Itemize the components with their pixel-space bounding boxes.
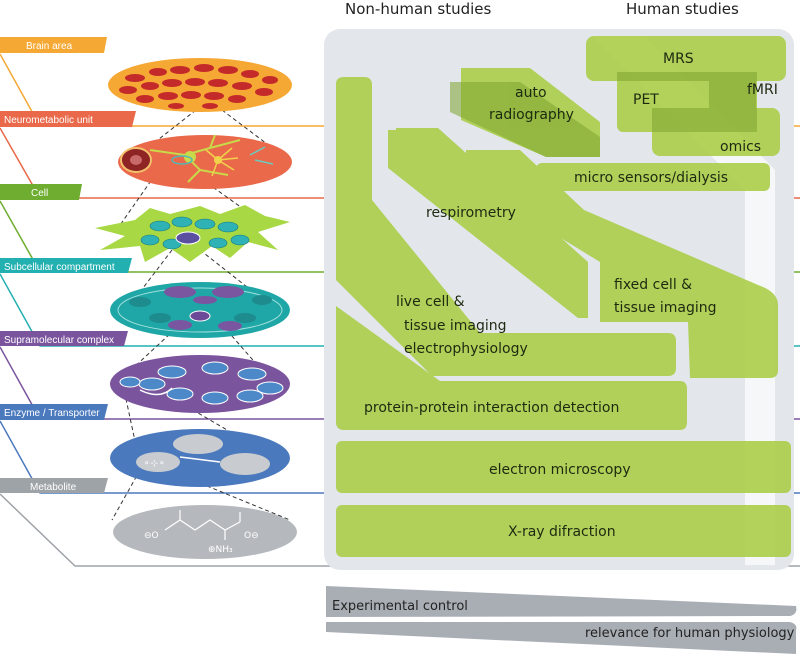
level-label-cell: Cell (0, 184, 82, 200)
svg-text:Cell: Cell (31, 188, 48, 199)
brain-area-illustration (108, 58, 292, 112)
svg-text:⚬⊹⚬: ⚬⊹⚬ (143, 459, 166, 469)
method-autoradiography-line1: auto (515, 85, 547, 101)
method-omics: omics (720, 139, 761, 155)
level-label-neurometabolic-unit: Neurometabolic unit (0, 111, 136, 127)
level-label-supramolecular-complex: Supramolecular complex (0, 331, 128, 346)
method-autoradiography-line2: radiography (489, 107, 574, 123)
method-xray-diffraction: X-ray difraction (508, 524, 616, 540)
method-mrs: MRS (663, 51, 694, 67)
neurometabolic-unit-illustration (118, 134, 292, 189)
svg-text:Supramolecular complex: Supramolecular complex (4, 335, 114, 346)
method-overlaps (450, 72, 757, 157)
svg-text:Enzyme / Transporter: Enzyme / Transporter (4, 408, 100, 419)
metabolite-nh3: ⊕NH₃ (208, 545, 233, 555)
method-live-cell-line2: tissue imaging (404, 318, 507, 334)
metabolite-o-right: O⊖ (244, 531, 259, 541)
cell-illustration (95, 205, 290, 262)
svg-text:Subcellular compartment: Subcellular compartment (4, 262, 115, 273)
experimental-control-wedge (326, 586, 797, 617)
svg-text:Metabolite: Metabolite (30, 482, 77, 493)
method-electron-microscopy: electron microscopy (489, 462, 631, 478)
subcellular-compartment-illustration (110, 282, 290, 338)
metabolite-o-left: ⊖O (144, 531, 159, 541)
level-label-metabolite: Metabolite (0, 478, 108, 493)
method-respirometry: respirometry (426, 205, 516, 221)
method-pet: PET (633, 92, 659, 108)
method-fixed-cell-line2: tissue imaging (614, 300, 717, 316)
header-non-human-studies: Non-human studies (345, 0, 492, 18)
experimental-control-label: Experimental control (332, 599, 468, 614)
relevance-label: relevance for human physiology (585, 626, 795, 641)
header-human-studies: Human studies (626, 0, 739, 18)
enzyme-transporter-illustration: ⚬⊹⚬ (110, 429, 290, 487)
level-label-subcellular-compartment: Subcellular compartment (0, 258, 132, 273)
level-label-enzyme-transporter: Enzyme / Transporter (0, 404, 108, 420)
relevance-wedge (326, 622, 797, 654)
supramolecular-complex-illustration (110, 355, 290, 413)
metabolite-illustration: ⊖O O⊖ ⊕NH₃ (113, 505, 297, 559)
method-protein-protein-interaction: protein-protein interaction detection (364, 400, 619, 416)
svg-text:Brain area: Brain area (26, 41, 73, 52)
method-fmri: fMRI (747, 82, 778, 98)
method-live-cell-line1: live cell & (396, 294, 465, 310)
method-fixed-cell-line1: fixed cell & (614, 277, 692, 293)
method-micro-sensors: micro sensors/dialysis (574, 170, 728, 186)
level-label-brain-area: Brain area (0, 37, 107, 53)
method-electrophysiology: electrophysiology (404, 341, 528, 357)
svg-text:Neurometabolic unit: Neurometabolic unit (4, 115, 93, 126)
